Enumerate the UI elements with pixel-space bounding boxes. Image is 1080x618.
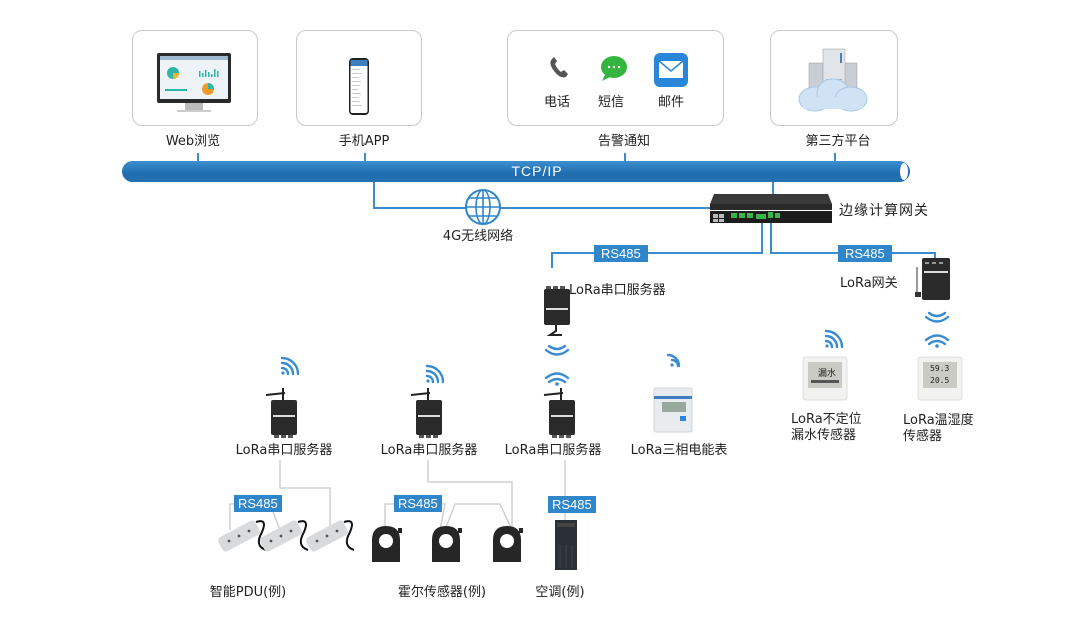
rs485-tag-pdu: RS485 — [234, 495, 282, 512]
wifi-up-icon-temp — [924, 334, 950, 346]
temp-display-bottom: 20.5 — [930, 376, 950, 385]
tcp-ip-bus: TCP/IP — [122, 161, 910, 182]
wifi-down-icon-gateway — [924, 311, 950, 323]
pdu-bus-line — [279, 460, 331, 530]
meter-label: LoRa三相电能表 — [630, 443, 728, 458]
serial-server-2-label: LoRa串口服务器 — [380, 443, 478, 458]
alarm-item-phone: 电话 — [543, 95, 571, 110]
gateway-to-left-rs485-line — [551, 222, 763, 268]
hall-sensor-label: 霍尔传感器(例) — [397, 585, 487, 600]
hall-sensor-3 — [493, 526, 523, 562]
temp-display-top: 59.3 — [930, 364, 950, 373]
lora-gateway-label: LoRa网关 — [840, 276, 898, 291]
rs485-tag-left: RS485 — [594, 245, 648, 262]
leak-sensor-device — [802, 356, 848, 401]
serial-server-2-device — [410, 388, 442, 438]
alarm-card: 电话 短信 邮件 — [507, 30, 724, 126]
serial-server-1-device — [265, 388, 297, 438]
wifi-signal-icon-serial1 — [280, 356, 300, 376]
rs485-tag-ac: RS485 — [548, 496, 596, 513]
serial-server-top-label: LoRa串口服务器 — [569, 283, 666, 298]
edge-gateway-label: 边缘计算网关 — [839, 203, 929, 219]
hall-sensor-2 — [432, 526, 462, 562]
temp-sensor-label-2: 传感器 — [903, 429, 943, 444]
pdu-device-2 — [260, 520, 309, 552]
serial-server-3-label: LoRa串口服务器 — [504, 443, 602, 458]
pdu-device-3 — [306, 520, 355, 552]
monitor-dashboard-icon — [157, 53, 231, 112]
leak-display-text: 漏水 — [818, 369, 837, 379]
rs485-tag-right: RS485 — [838, 245, 892, 262]
alarm-item-sms: 短信 — [597, 95, 625, 110]
serial-server-3-device — [543, 388, 575, 438]
wifi-signal-icon-leak — [824, 329, 844, 349]
smartphone-icon — [349, 58, 369, 115]
pdu-device-1 — [218, 520, 267, 552]
pdu-label: 智能PDU(例) — [209, 585, 287, 600]
phone-icon — [550, 57, 568, 78]
mail-icon — [654, 53, 688, 87]
air-conditioner-device — [555, 520, 577, 570]
temp-humidity-sensor-device — [917, 356, 963, 401]
app-label: 手机APP — [338, 134, 390, 149]
wifi-signal-icon-serial2 — [425, 364, 445, 384]
leak-sensor-label-2: 漏水传感器 — [791, 428, 857, 443]
wifi-down-icon-serial — [544, 344, 570, 356]
leak-sensor-label-1: LoRa不定位 — [791, 412, 862, 427]
web-label: Web浏览 — [165, 134, 221, 149]
hall-sensor-1 — [372, 526, 402, 562]
bus-to-4g-line — [373, 180, 710, 209]
platform-card — [770, 30, 898, 126]
serial-server-1-label: LoRa串口服务器 — [235, 443, 333, 458]
rs485-tag-hall: RS485 — [394, 495, 442, 512]
bus-end-cap — [900, 163, 908, 180]
hall-bus-line — [427, 460, 513, 530]
alarm-item-mail: 邮件 — [657, 95, 685, 110]
temp-sensor-label-1: LoRa温湿度 — [903, 413, 974, 428]
app-card — [296, 30, 422, 126]
platform-label: 第三方平台 — [805, 134, 871, 149]
alarm-label: 告警通知 — [597, 134, 651, 149]
wifi-up-icon-serial3 — [544, 372, 570, 384]
bus-label: TCP/IP — [511, 163, 563, 179]
hall-line-2 — [444, 503, 513, 531]
4g-network-label: 4G无线网络 — [442, 229, 514, 244]
cloud-server-icon — [798, 48, 868, 112]
three-phase-meter-device — [653, 387, 693, 433]
web-card — [132, 30, 258, 126]
wifi-signal-icon-meter — [666, 353, 681, 368]
sms-chat-icon — [601, 56, 627, 81]
ac-label: 空调(例) — [535, 585, 585, 600]
